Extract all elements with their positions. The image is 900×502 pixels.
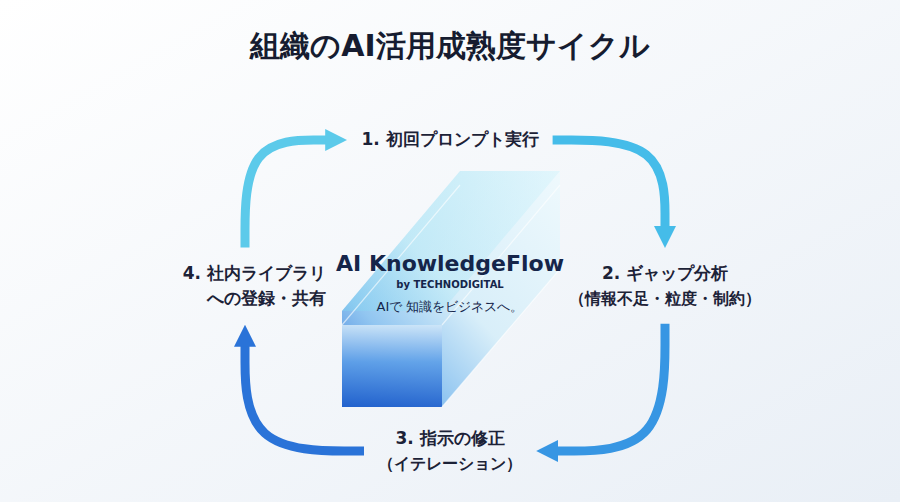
step-heading: 2. ギャップ分析 [569,261,761,287]
panel-body [342,171,560,407]
cycle-step: 4. 社内ライブラリ への登録・共有 [160,258,330,315]
step-heading: 3. 指示の修正 [378,426,522,452]
panel-top-face [342,171,560,311]
panel-edges [342,185,560,407]
brand-tagline: AIで 知識をビジネスへ。 [377,299,524,315]
brand-name: AI KnowledgeFlow [336,251,564,277]
cycle-step: 2. ギャップ分析（情報不足・粒度・制約） [565,258,765,314]
diagram-title: 組織のAI活用成熟度サイクル [0,26,900,67]
cycle-arrow [553,140,665,228]
brand-panel: AI KnowledgeFlow by TECHNODIGITAL AIで 知識をビ… [330,159,570,411]
cycle-arrow [245,140,327,248]
brand-company: by TECHNODIGITAL [396,279,504,291]
step-detail: （情報不足・粒度・制約） [569,287,761,311]
step-heading: 1. 初回プロンプト実行 [361,127,538,153]
step-detail: （イテレーション） [378,452,522,476]
cycle-step: 1. 初回プロンプト実行 [357,124,542,156]
cycle-step: 3. 指示の修正（イテレーション） [374,423,526,479]
step-heading: 4. 社内ライブラリ への登録・共有 [164,261,326,312]
panel-front-face [342,325,442,407]
cycle-arrow [556,324,665,451]
